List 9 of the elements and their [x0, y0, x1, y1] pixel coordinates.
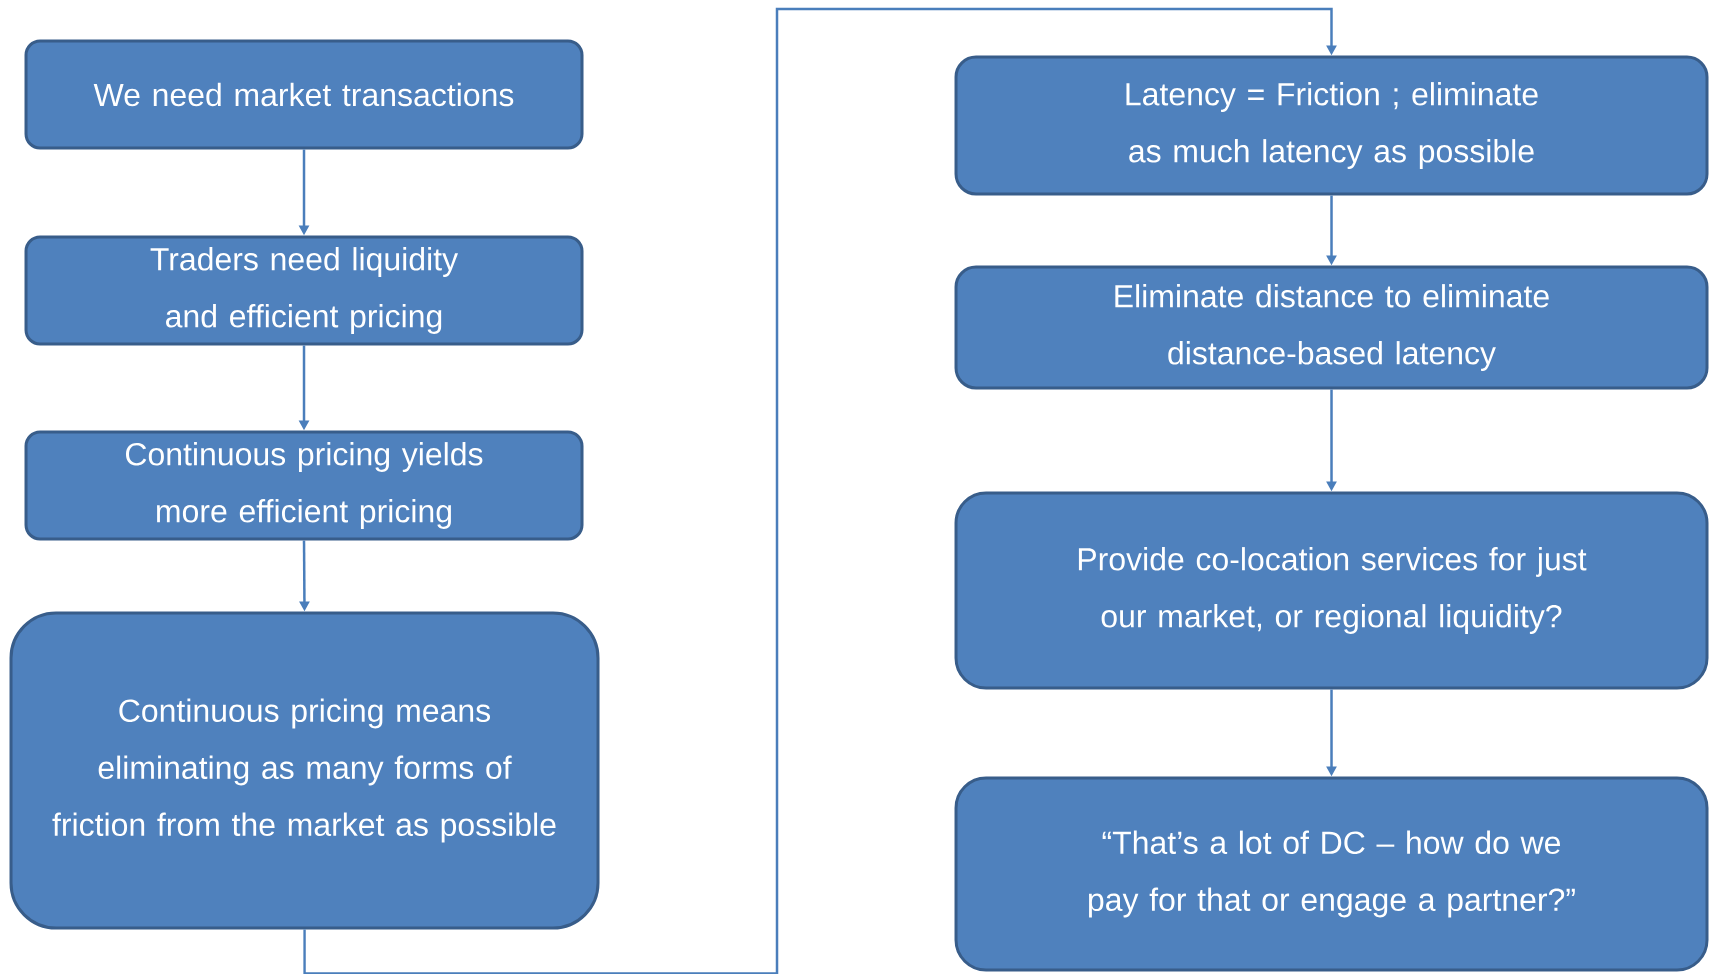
- process-box: Eliminate distance to eliminate distance-based latency: [954, 265, 1709, 390]
- process-box: Traders need liquidity and efficient pricing: [24, 235, 584, 346]
- process-box: Latency = Friction ; eliminate as much latency as possible: [954, 55, 1709, 196]
- arrow: [303, 7, 1337, 974]
- process-box: Provide co-location services for just our market, or regional liquidity?: [954, 491, 1709, 690]
- process-box: “That’s a lot of DC – how do we pay for that or engage a partner?”: [954, 776, 1709, 972]
- process-box: We need market transactions: [24, 39, 584, 150]
- process-box: Continuous pricing means eliminating as many forms of friction from the market as possible: [9, 611, 600, 930]
- process-box: Continuous pricing yields more efficient pricing: [24, 430, 584, 541]
